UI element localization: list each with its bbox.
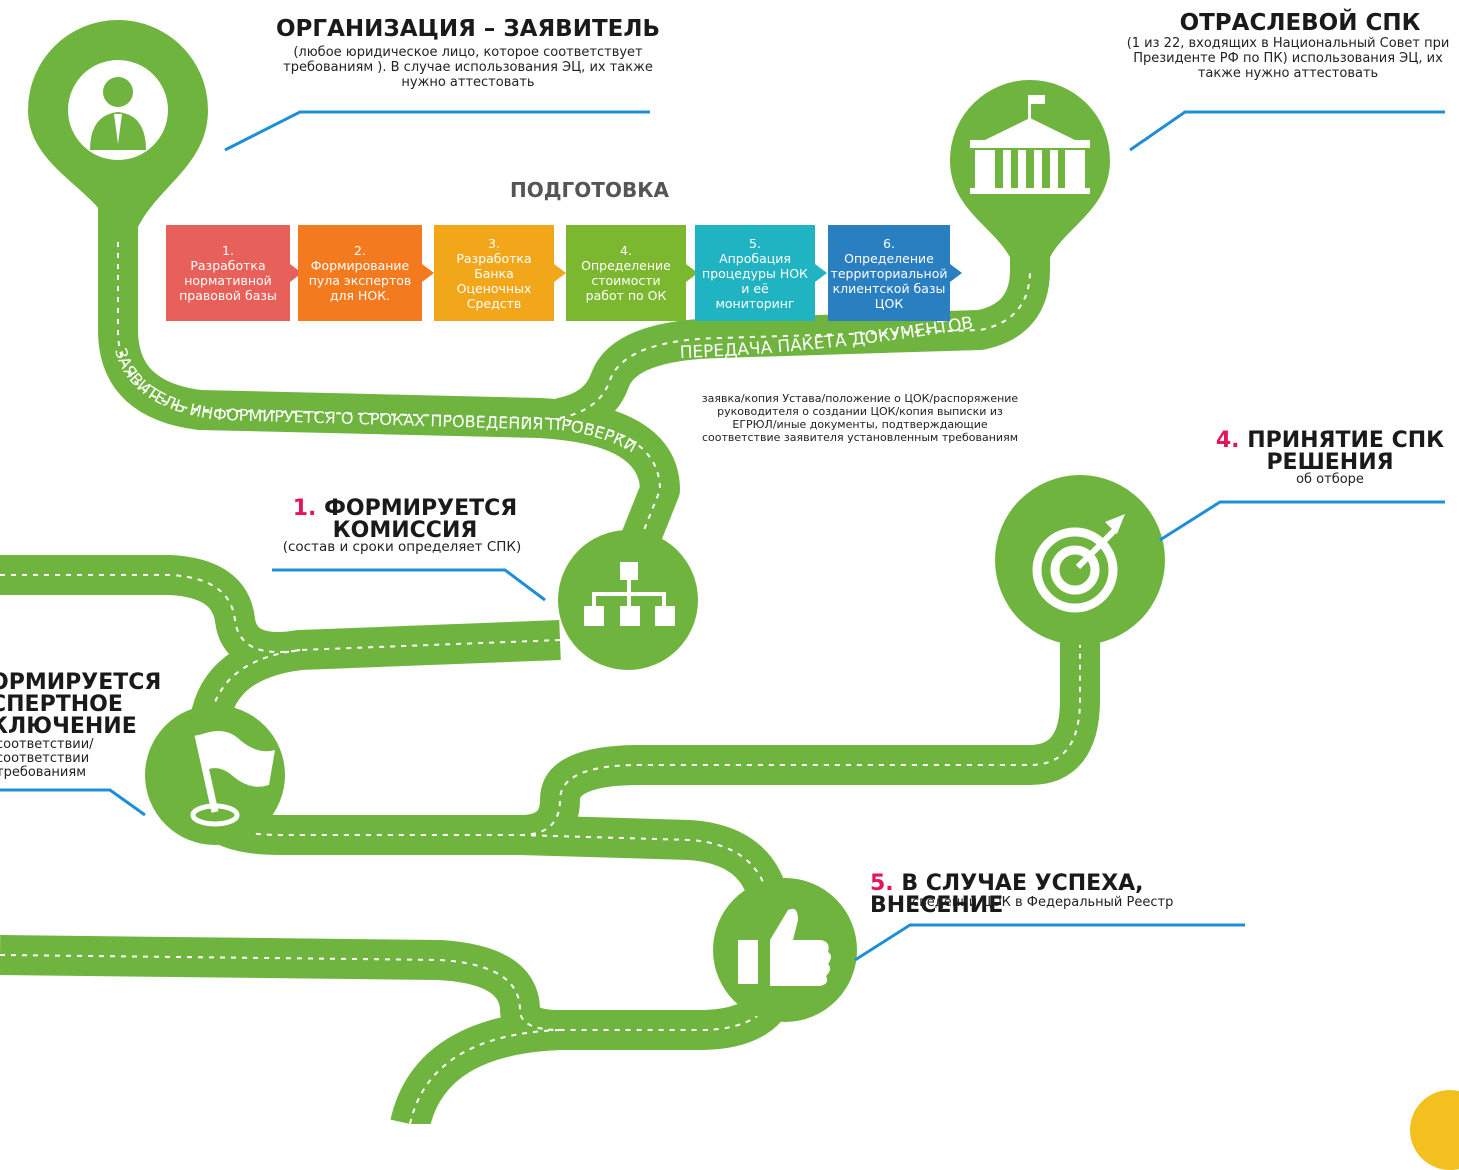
prep-step-label: Разработка нормативной правовой базы xyxy=(179,258,277,303)
prep-step-arrow xyxy=(422,264,434,282)
header-right-title: ОТРАСЛЕВОЙ СПК xyxy=(1179,10,1421,36)
step5-title-text: В СЛУЧАЕ УСПЕХА, ВНЕСЕНИЕ xyxy=(870,871,1144,918)
prep-step-6: 6.Определение территориальной клиентской… xyxy=(828,225,950,321)
prep-step-arrow xyxy=(554,264,566,282)
header-right-subtitle: (1 из 22, входящих в Национальный Совет … xyxy=(1126,36,1450,81)
step1-title: 1. ФОРМИРУЕТСЯ КОМИССИЯ xyxy=(290,498,520,542)
building-icon xyxy=(970,95,1090,194)
step4-title-line2: РЕШЕНИЯ xyxy=(1266,450,1394,475)
step5-title: 5. В СЛУЧАЕ УСПЕХА, ВНЕСЕНИЕ xyxy=(870,873,1270,917)
preparation-title: ПОДГОТОВКА xyxy=(510,178,670,202)
prep-step-label: Определение стоимости работ по ОК xyxy=(581,258,671,303)
step1-number: 1. xyxy=(292,496,317,521)
prep-step-number: 5. xyxy=(749,235,761,251)
prep-step-number: 6. xyxy=(883,235,895,251)
prep-step-number: 4. xyxy=(620,243,632,258)
prep-step-arrow xyxy=(815,264,827,282)
prep-step-4: 4.Определение стоимости работ по ОК xyxy=(566,225,686,321)
prep-step-label: Разработка Банка Оценочных Средств xyxy=(456,250,532,311)
step4-title: 4. ПРИНЯТИЕ СПК РЕШЕНИЯ xyxy=(1210,430,1450,474)
prep-step-number: 3. xyxy=(488,235,500,251)
step1-subtitle: (состав и сроки определяет СПК) xyxy=(282,539,522,555)
step5-subtitle: сведений ЦОК в Федеральный Реестр xyxy=(912,895,1174,910)
leader-lines xyxy=(0,110,1445,962)
road-diagram: ПЕРЕДАЧА ПАКЕТА ДОКУМЕНТОВ ЗАЯВИТЕЛЬ ИНФ… xyxy=(0,20,1445,1124)
flag-icon xyxy=(190,731,275,827)
prep-step-2: 2.Формирование пула экспертов для НОК. xyxy=(298,225,422,321)
step2-title-line1: ОРМИРУЕТСЯ xyxy=(0,670,162,695)
step2-title-line3: КЛЮЧЕНИЕ xyxy=(0,714,137,739)
road-dashes xyxy=(0,220,1081,1124)
prep-step-3: 3.Разработка Банка Оценочных Средств xyxy=(434,225,554,321)
thumbs-up-icon xyxy=(738,908,831,986)
prep-step-1: 1.Разработка нормативной правовой базы xyxy=(166,225,290,321)
step4-number: 4. xyxy=(1215,428,1240,453)
target-icon xyxy=(1032,514,1125,613)
header-left-subtitle: (любое юридическое лицо, которое соответ… xyxy=(283,45,653,90)
step2-sub-line1: соответствии/ xyxy=(0,737,94,752)
prep-step-label: Формирование пула экспертов для НОК. xyxy=(308,258,412,303)
step2-sub-line3: требованиям xyxy=(0,765,86,780)
prep-step-number: 1. xyxy=(222,243,234,258)
step2-subtitle: соответствии/ соответствии требованиям xyxy=(0,738,94,780)
prep-step-label: Определение территориальной клиентской б… xyxy=(830,250,948,311)
step2-title-line2: СПЕРТНОЕ xyxy=(0,692,123,717)
prep-step-5: 5.Апробация процедуры НОК и её мониторин… xyxy=(695,225,815,321)
step1-title-line2: КОМИССИЯ xyxy=(332,518,478,543)
header-left-title: ОРГАНИЗАЦИЯ – ЗАЯВИТЕЛЬ xyxy=(276,16,660,42)
step4-title-line1: ПРИНЯТИЕ СПК xyxy=(1247,428,1445,453)
org-chart-icon xyxy=(584,562,675,626)
prep-step-number: 2. xyxy=(354,243,366,258)
documents-note: заявка/копия Устава/положение о ЦОК/расп… xyxy=(701,392,1019,444)
prep-step-arrow xyxy=(950,264,962,282)
step4-subtitle: об отборе xyxy=(1296,472,1364,487)
step2-title: ОРМИРУЕТСЯ СПЕРТНОЕ КЛЮЧЕНИЕ xyxy=(0,672,161,738)
person-pin-icon xyxy=(68,60,168,160)
step5-number: 5. xyxy=(870,871,894,896)
prep-step-label: Апробация процедуры НОК и её мониторинг xyxy=(702,250,808,311)
step1-title-line1: ФОРМИРУЕТСЯ xyxy=(324,496,518,521)
step2-sub-line2: соответствии xyxy=(0,751,90,766)
